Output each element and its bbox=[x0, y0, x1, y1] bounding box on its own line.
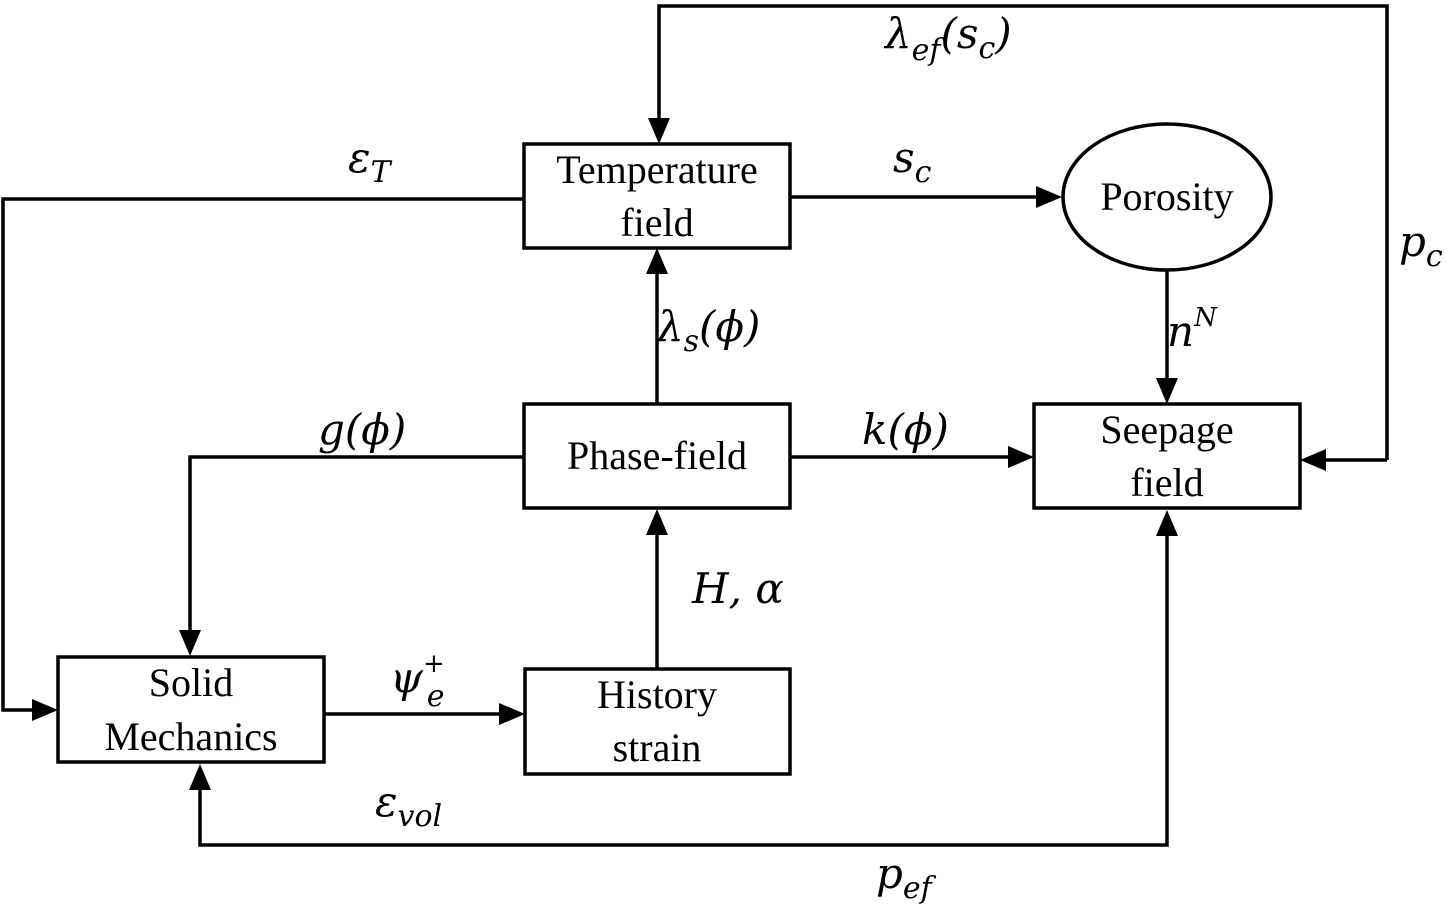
label-epsilon-vol: εvol bbox=[375, 777, 442, 834]
label-n-n: nN bbox=[1167, 303, 1218, 356]
node-phase-field: Phase-field bbox=[522, 402, 792, 510]
history-label-line2: strain bbox=[613, 725, 702, 770]
arrowhead-into-seepage-left bbox=[1008, 446, 1034, 468]
node-solid-mechanics: Solid Mechanics bbox=[56, 655, 326, 764]
node-porosity: Porosity bbox=[1061, 122, 1273, 272]
label-lambda-ef: λef(sc) bbox=[883, 9, 1012, 68]
edge-seepage-solid-bottom bbox=[198, 536, 1169, 847]
porosity-label: Porosity bbox=[1100, 174, 1233, 219]
history-label-line1: History bbox=[597, 672, 717, 717]
phase-field-label: Phase-field bbox=[567, 433, 747, 478]
seepage-label-line1: Seepage bbox=[1100, 407, 1233, 452]
label-p-c: pc bbox=[1399, 217, 1443, 274]
arrowhead-into-history bbox=[499, 703, 525, 725]
label-s-c: sc bbox=[893, 133, 932, 190]
arrowhead-into-solid-left bbox=[32, 699, 58, 721]
seepage-label-line2: field bbox=[1130, 460, 1203, 505]
solid-label-line2: Mechanics bbox=[104, 714, 277, 759]
arrowhead-into-phase-bottom bbox=[646, 509, 668, 535]
node-temperature-field: Temperature field bbox=[522, 142, 792, 250]
arrowhead-into-temperature bbox=[648, 118, 670, 144]
label-h-alpha: H, α bbox=[691, 564, 784, 613]
edge-pc-loop-right bbox=[657, 4, 1389, 460]
label-p-ef: pef bbox=[876, 849, 937, 906]
edge-phase-solid bbox=[188, 455, 524, 630]
temperature-label-line2: field bbox=[620, 200, 693, 245]
temperature-label-line1: Temperature bbox=[556, 147, 758, 192]
arrowhead-into-porosity bbox=[1036, 186, 1062, 208]
arrowhead-into-seepage-right bbox=[1300, 449, 1326, 471]
arrowhead-into-seepage-top bbox=[1156, 378, 1178, 404]
node-seepage-field: Seepage field bbox=[1032, 402, 1302, 510]
arrowhead-into-solid-bottom bbox=[189, 764, 211, 790]
edge-temperature-solid bbox=[1, 197, 524, 712]
arrowhead-into-seepage-bottom bbox=[1156, 510, 1178, 536]
label-g-phi: g(ϕ) bbox=[318, 405, 406, 454]
label-epsilon-t: εT bbox=[348, 133, 393, 190]
label-psi-e-plus: ψ+e bbox=[390, 649, 445, 714]
arrowhead-into-temperature-bottom bbox=[646, 248, 668, 274]
node-history-strain: History strain bbox=[523, 667, 792, 776]
arrowhead-into-solid-top bbox=[179, 630, 201, 656]
solid-label-line1: Solid bbox=[149, 660, 233, 705]
label-lambda-s: λs(ϕ) bbox=[655, 302, 760, 359]
label-k-phi: k(ϕ) bbox=[862, 405, 949, 454]
